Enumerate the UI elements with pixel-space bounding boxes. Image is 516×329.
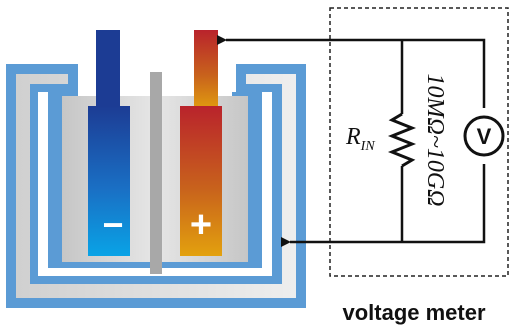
resistance-range-label: 10MΩ~10GΩ — [422, 73, 448, 206]
outer-container — [6, 64, 306, 308]
positive-electrode-stem — [194, 30, 218, 112]
negative-symbol: − — [102, 204, 123, 245]
positive-symbol: + — [190, 204, 212, 246]
resistor — [387, 112, 417, 168]
resistor-label: RIN — [345, 124, 375, 154]
voltmeter-icon — [463, 115, 505, 157]
voltage-meter-caption: voltage meter — [342, 300, 485, 325]
positive-wire — [217, 35, 486, 108]
positive-electrode — [180, 106, 222, 256]
negative-wire — [281, 164, 486, 247]
negative-electrode-stem — [96, 30, 120, 112]
voltage-meter-box — [329, 7, 509, 277]
negative-electrode — [88, 106, 130, 256]
separator — [150, 72, 162, 274]
voltmeter-symbol: V — [477, 124, 492, 149]
